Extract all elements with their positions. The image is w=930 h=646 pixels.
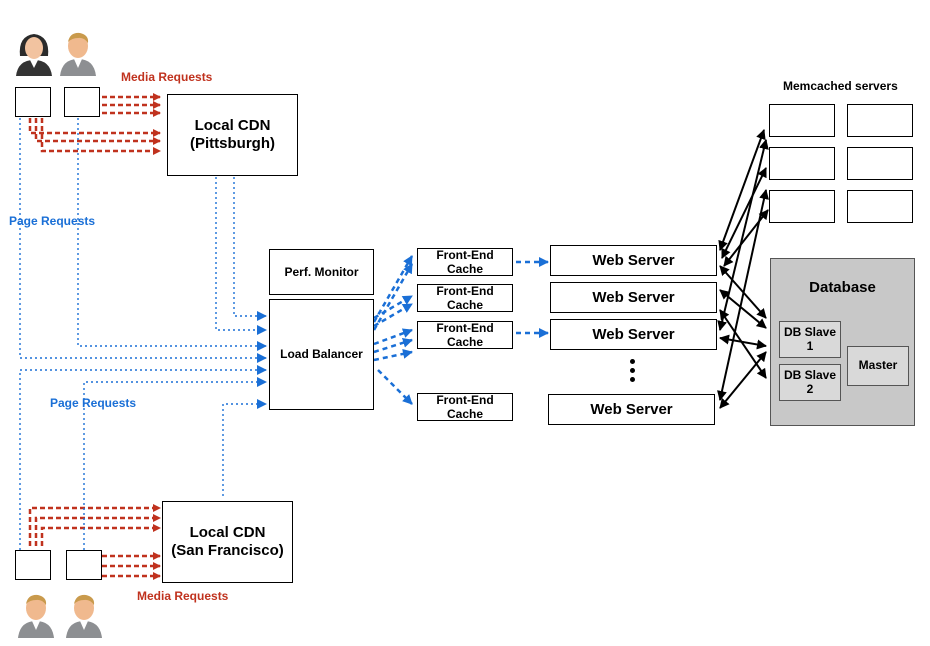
media-requests-bottom-arrows: [28, 504, 161, 580]
db-slave-1-line1: DB Slave: [783, 325, 837, 340]
ellipsis-dot: [630, 377, 635, 382]
db-slave-2: DB Slave 2: [779, 364, 841, 401]
db-master: Master: [847, 346, 909, 386]
memcached-server: [847, 104, 913, 137]
cdn-pittsburgh: Local CDN (Pittsburgh): [167, 94, 298, 176]
memcached-server: [769, 190, 835, 223]
db-slave-1: DB Slave 1: [779, 321, 841, 358]
memcached-server: [769, 147, 835, 180]
database-title: Database: [809, 279, 876, 296]
lb-to-cache-arrows: [372, 255, 414, 405]
front-end-cache: Front-End Cache: [417, 393, 513, 421]
cdn-pittsburgh-line1: Local CDN: [194, 117, 271, 134]
client-box: [66, 550, 102, 580]
db-slave-2-line2: 2: [806, 381, 814, 396]
cache-to-webserver-arrows: [516, 257, 549, 338]
user-male-icon: [16, 590, 56, 638]
perf-monitor: Perf. Monitor: [269, 249, 374, 295]
cdn-sf-line2: (San Francisco): [171, 542, 284, 559]
cdn-san-francisco: Local CDN (San Francisco): [162, 501, 293, 583]
database: Database DB Slave 1 DB Slave 2 Master: [770, 258, 915, 426]
media-requests-top-arrows: [28, 93, 161, 155]
web-server: Web Server: [550, 319, 717, 350]
db-slave-2-line1: DB Slave: [783, 368, 837, 383]
memcached-server: [847, 190, 913, 223]
web-server: Web Server: [548, 394, 715, 425]
front-end-cache: Front-End Cache: [417, 321, 513, 349]
memcached-server: [847, 147, 913, 180]
page-requests-label: Page Requests: [9, 214, 96, 228]
page-requests-lines: [19, 118, 267, 550]
memcached-server: [769, 104, 835, 137]
web-server: Web Server: [550, 245, 717, 276]
memcached-title: Memcached servers: [783, 79, 898, 93]
user-male-icon: [58, 28, 98, 76]
ellipsis-dot: [630, 359, 635, 364]
cdn-sf-line1: Local CDN: [189, 524, 266, 541]
media-requests-label: Media Requests: [137, 589, 229, 603]
web-server: Web Server: [550, 282, 717, 313]
user-female-icon: [14, 28, 54, 76]
cdn-pittsburgh-line2: (Pittsburgh): [190, 135, 275, 152]
front-end-cache: Front-End Cache: [417, 248, 513, 276]
user-male-icon: [64, 590, 104, 638]
ellipsis-dot: [630, 368, 635, 373]
load-balancer: Load Balancer: [269, 299, 374, 410]
client-box: [64, 87, 100, 117]
server-backend-links: [717, 129, 769, 409]
page-requests-label: Page Requests: [50, 396, 137, 410]
client-box: [15, 550, 51, 580]
media-requests-label: Media Requests: [121, 70, 213, 84]
front-end-cache: Front-End Cache: [417, 284, 513, 312]
client-box: [15, 87, 51, 117]
db-slave-1-line2: 1: [806, 338, 814, 353]
